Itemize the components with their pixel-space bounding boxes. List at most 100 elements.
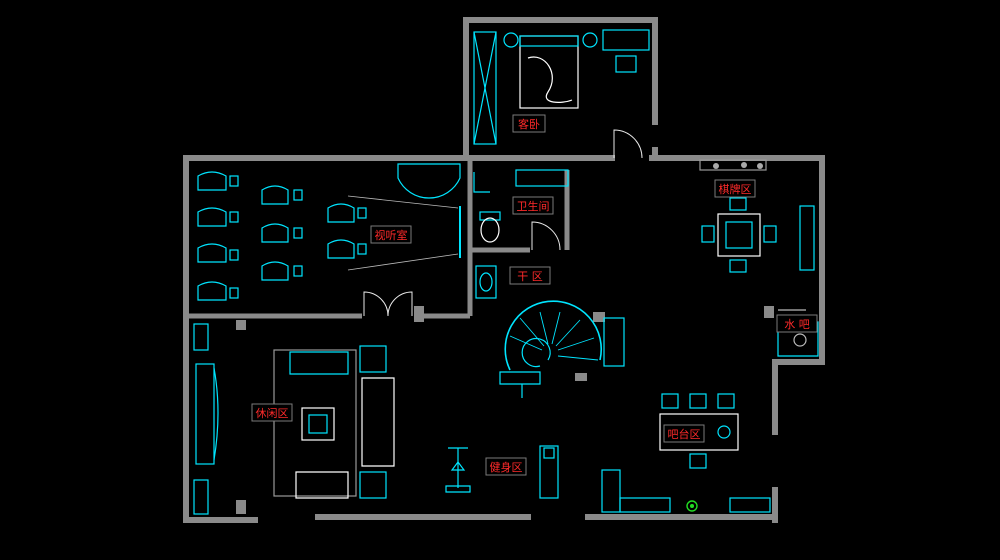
bar-stool [689, 453, 707, 469]
door-bath[interactable] [531, 221, 561, 251]
bar-stool [689, 393, 707, 409]
room-label: 干 区 [517, 270, 543, 283]
coffee-table [301, 407, 335, 441]
pillar [593, 312, 605, 322]
sideboard-plants [713, 162, 763, 169]
label-leisure: 休闲区 [251, 403, 293, 422]
wall-storage-left [193, 323, 209, 351]
wall-cabinet [799, 205, 815, 271]
exercise-bike-icon [445, 447, 471, 493]
basin-counter [475, 265, 497, 299]
bar-back-cabinet-low-right [729, 497, 771, 513]
wall-bedroom-west [463, 17, 658, 157]
label-box [512, 196, 554, 215]
nightstand-left [503, 32, 519, 48]
spiral-stair-icon[interactable] [499, 300, 603, 398]
bed-icon [519, 35, 579, 109]
coffee-table-inner [308, 414, 328, 434]
wall-north-left [183, 155, 469, 523]
bar-sink [717, 425, 731, 439]
basin-icon [475, 265, 497, 299]
pillar [414, 306, 424, 322]
mahjong-table [717, 213, 761, 257]
stair-landing [499, 371, 541, 385]
plant-icon [686, 500, 698, 512]
side-table [293, 227, 303, 239]
sofa-top [289, 351, 349, 375]
bar-stool [661, 393, 679, 409]
side-table [293, 189, 303, 201]
shower-corner [473, 172, 490, 193]
sofa-bottom [295, 471, 349, 499]
stair-inner-arc [521, 337, 551, 368]
label-guest-bedroom: 客卧 [512, 114, 546, 133]
sofa-icon [289, 351, 395, 499]
armchair-row-1 [197, 171, 239, 301]
armchair-top-right [359, 345, 387, 373]
armchair-icon [197, 281, 227, 301]
label-box [509, 266, 551, 285]
side-table [357, 243, 367, 255]
treadmill-icon [539, 445, 559, 499]
mahjong-table-icon [701, 197, 777, 273]
nightstand-right [582, 32, 598, 48]
coffee-table-icon [301, 407, 335, 441]
armchair-icon [261, 261, 289, 281]
walls [183, 17, 825, 523]
label-box [714, 179, 756, 198]
armchair-icon [327, 239, 355, 259]
door-av-right[interactable] [387, 291, 413, 317]
sideboard-mahjong [699, 159, 767, 171]
side-table [293, 265, 303, 277]
room-label: 休闲区 [256, 406, 289, 420]
plant [690, 504, 694, 508]
armchair-icon [327, 203, 355, 223]
side-table [229, 175, 239, 187]
door-bedroom[interactable] [613, 129, 643, 159]
bed-headboard [519, 35, 579, 47]
armchair-icon [261, 223, 289, 243]
bike-base [445, 485, 471, 493]
armchair-row-2 [261, 185, 303, 281]
plant [713, 163, 719, 169]
wall-north-east [649, 155, 825, 365]
armchair-icon [197, 243, 227, 263]
furniture [193, 29, 819, 515]
label-bathroom: 卫生间 [512, 196, 554, 215]
toilet-bowl [480, 217, 500, 243]
armchair-row-3 [327, 203, 367, 259]
bar-back-cabinet-low [619, 497, 671, 513]
vanity [515, 169, 569, 187]
mahjong-chair [701, 225, 715, 243]
bar-stool [717, 393, 735, 409]
room-label: 卫生间 [517, 199, 550, 213]
mahjong-table-inner [725, 221, 753, 249]
wardrobe [473, 31, 497, 145]
toilet-tank [479, 211, 501, 221]
basin-bowl [479, 272, 493, 292]
projector-beam [347, 195, 459, 271]
room-label: 棋牌区 [719, 182, 752, 196]
treadmill [539, 445, 559, 499]
stair-steps [509, 311, 599, 361]
wall-pillars [236, 306, 774, 514]
mahjong-chair [729, 197, 747, 211]
sofa-right [361, 377, 395, 467]
room-label: 客卧 [518, 117, 540, 131]
bike-seat [450, 461, 466, 471]
armchair-icon [197, 171, 227, 191]
bar-top [659, 413, 739, 451]
pillar [764, 306, 774, 318]
mahjong-chair [763, 225, 777, 243]
room-labels: 客卧 卫生间 棋牌区 视听室 干 区 水 吧 休闲区 吧台区 [251, 114, 818, 476]
door-av-left[interactable] [363, 291, 389, 317]
wall-storage-left-low [193, 479, 209, 515]
desk-chair [615, 55, 637, 73]
room-label: 健身区 [490, 460, 523, 474]
tv-unit [195, 363, 215, 465]
label-box [485, 457, 527, 476]
water-dispenser [793, 333, 807, 347]
stair-side-cabinet [603, 317, 625, 367]
label-dry-area: 干 区 [509, 266, 551, 285]
